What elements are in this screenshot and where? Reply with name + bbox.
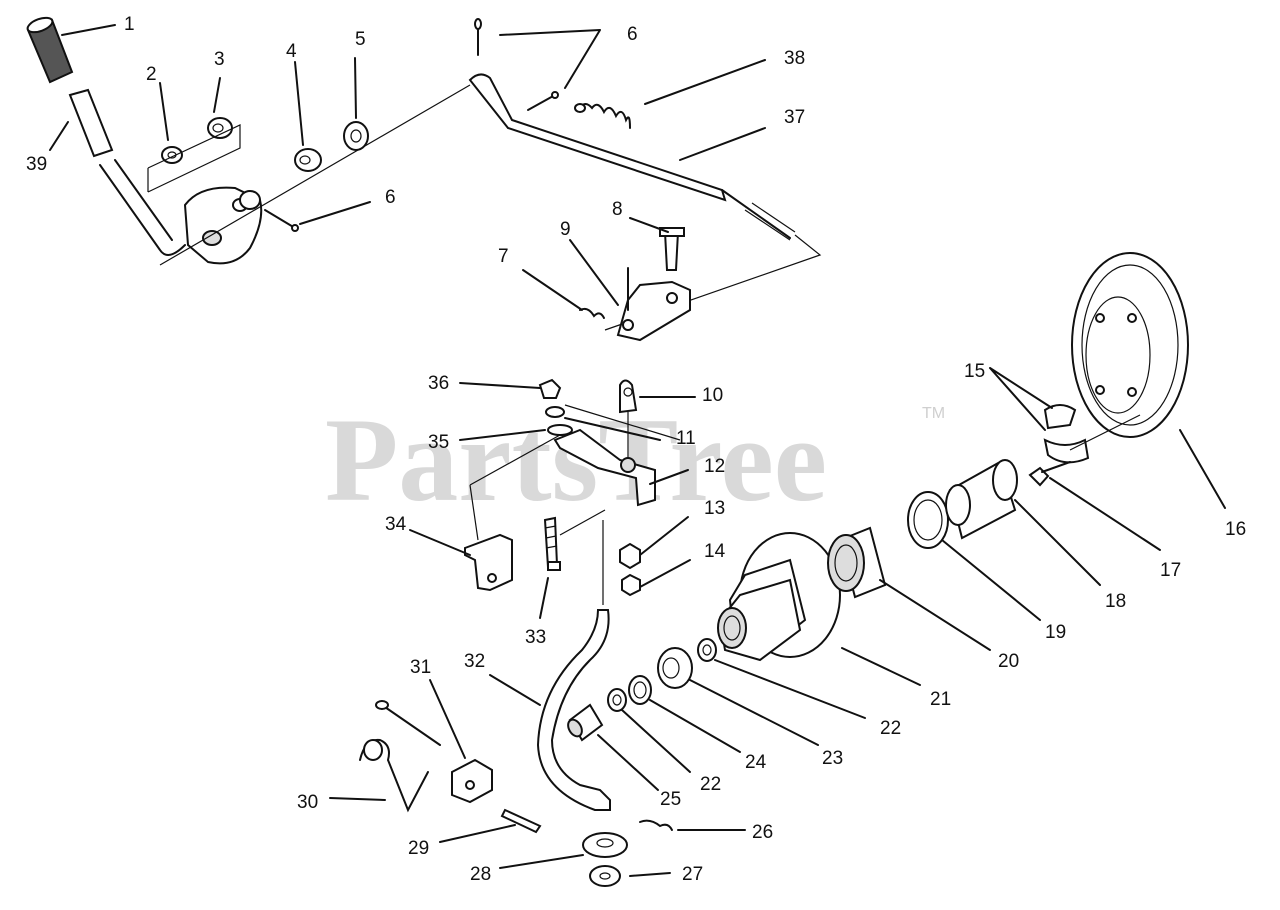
part-6-pin-mid [527, 91, 559, 111]
guide-line-34 [469, 434, 561, 541]
callout-10: 10 [702, 385, 723, 406]
part-3-bushing [207, 117, 233, 139]
part-36-nut [538, 378, 562, 399]
callout-2: 2 [146, 64, 157, 85]
part-32-pedal-arm [536, 520, 611, 811]
part-10-yoke [619, 379, 638, 414]
callout-7: 7 [498, 246, 509, 267]
callout-26: 26 [752, 822, 773, 843]
callout-15: 15 [964, 361, 985, 382]
callout-34: 34 [385, 514, 407, 535]
callout-38: 38 [784, 48, 805, 69]
part-6-pin-lower [264, 209, 299, 232]
part-34-bracket [464, 533, 513, 592]
callout-14: 14 [704, 541, 726, 562]
part-25-collar [567, 703, 604, 742]
callout-18: 18 [1105, 591, 1126, 612]
callout-1: 1 [124, 14, 135, 35]
callout-16: 16 [1225, 519, 1246, 540]
callout-37: 37 [784, 107, 805, 128]
watermark-trademark: TM [922, 405, 945, 422]
callout-27: 27 [682, 864, 703, 885]
callout-6-lower: 6 [385, 187, 396, 208]
callout-30: 30 [297, 792, 318, 813]
callout-12: 12 [704, 456, 725, 477]
callout-13: 13 [704, 498, 725, 519]
callout-29: 29 [408, 838, 429, 859]
part-20-needle-bearing [827, 526, 887, 599]
callout-22-right: 22 [880, 718, 901, 739]
callout-6-top: 6 [627, 24, 638, 45]
part-28-washer [582, 832, 628, 858]
part-29-pin [500, 808, 542, 834]
part-22-washer-b [697, 638, 717, 662]
callout-4: 4 [286, 41, 297, 62]
part-18-sleeve [945, 459, 1018, 540]
part-35-spring-washer [547, 424, 573, 436]
part-12-bracket [553, 428, 656, 507]
part-14-nut [621, 573, 641, 597]
part-13-nut [619, 542, 641, 570]
callout-9: 9 [560, 219, 571, 240]
guide-line-33 [559, 509, 606, 536]
part-7-clip [579, 307, 605, 319]
part-4-bushing [294, 148, 322, 172]
callout-39: 39 [26, 154, 47, 175]
part-9-plate [616, 267, 691, 342]
part-33-bolt [543, 516, 561, 571]
callout-35: 35 [428, 432, 449, 453]
callout-22-left: 22 [700, 774, 721, 795]
callout-21: 21 [930, 689, 951, 710]
callout-25: 25 [660, 789, 681, 810]
bracket-outline-2-3 [147, 124, 241, 193]
callout-23: 23 [822, 748, 843, 769]
axis-line-pulley [1069, 414, 1141, 451]
callout-33: 33 [525, 627, 546, 648]
part-21-drive-hub [717, 532, 841, 662]
part-31-bracket [451, 758, 493, 804]
part-8-bolt [659, 227, 685, 271]
callout-11: 11 [676, 428, 696, 449]
part-11-washer [545, 406, 565, 418]
part-38-spring [574, 103, 631, 129]
part-1-grip [26, 16, 74, 84]
part-30-return-spring [359, 700, 441, 813]
callout-3: 3 [214, 49, 225, 70]
part-22-washer-a [607, 688, 627, 712]
callout-5: 5 [355, 29, 366, 50]
part-24-ring [628, 675, 652, 705]
leader-guide-11 [564, 404, 681, 441]
callout-19: 19 [1045, 622, 1066, 643]
axis-line-upper [159, 84, 471, 266]
part-16-pulley [1071, 252, 1189, 438]
callout-36: 36 [428, 373, 449, 394]
callout-8: 8 [612, 199, 623, 220]
callout-28: 28 [470, 864, 491, 885]
part-19-seal [907, 491, 949, 549]
callout-17: 17 [1160, 560, 1181, 581]
part-23-bearing [657, 647, 693, 689]
part-26-clip [639, 819, 673, 831]
part-27-lock-washer [589, 865, 621, 887]
part-39-lever-rod [68, 88, 186, 256]
callout-32: 32 [464, 651, 485, 672]
part-6-pin-top [474, 18, 482, 56]
watermark: PartsTree [325, 393, 827, 526]
part-17-bolt [1028, 461, 1071, 487]
part-15-half-collars [1043, 404, 1090, 464]
callout-20: 20 [998, 651, 1019, 672]
part-37-rod [468, 73, 796, 241]
part-5-washer [343, 121, 369, 151]
callout-31: 31 [410, 657, 431, 678]
pivot-bracket [183, 186, 263, 265]
callout-24: 24 [745, 752, 767, 773]
leader-lines [49, 24, 1226, 877]
callout-labels: 1 2 3 4 5 6 6 7 8 9 10 11 12 13 14 15 16… [26, 14, 1246, 885]
